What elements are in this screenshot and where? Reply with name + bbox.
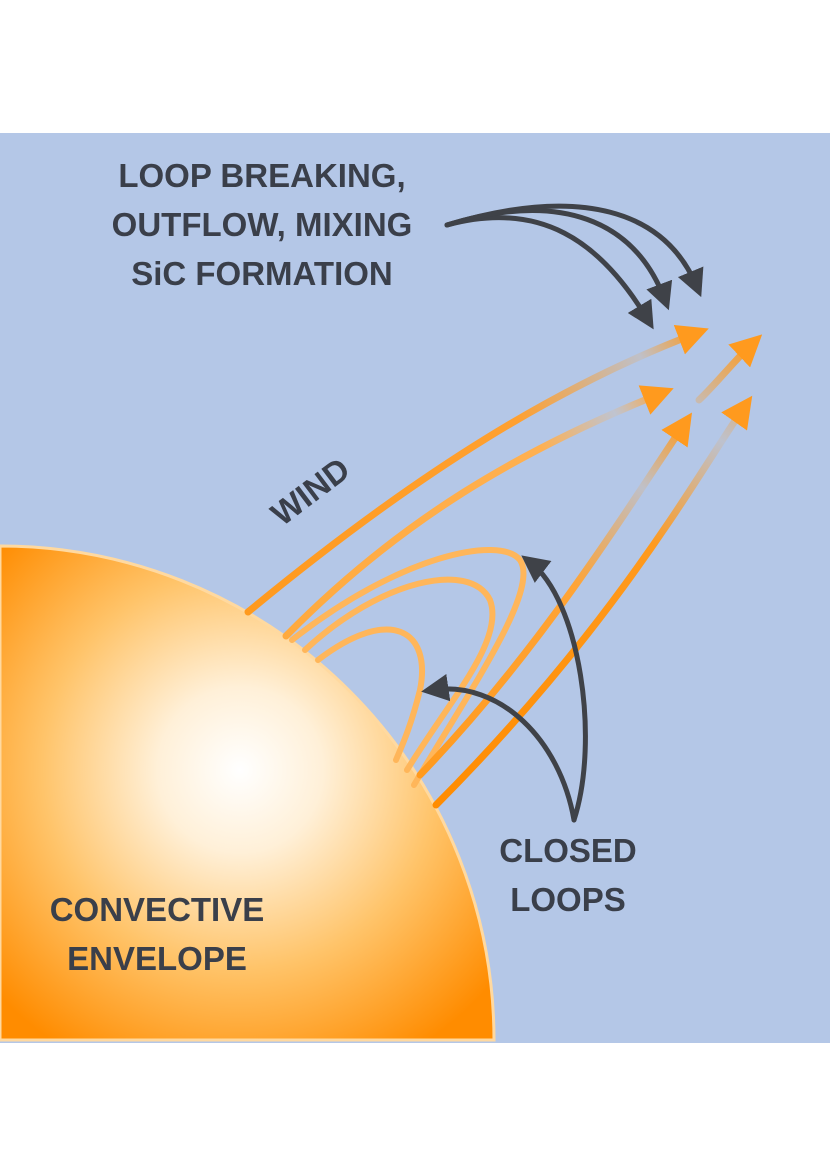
- envelope-line-1: CONVECTIVE: [50, 891, 265, 928]
- closed-loops: [289, 547, 527, 788]
- wind-line-2: [282, 385, 674, 640]
- wind-line-3: [416, 412, 693, 779]
- closed-loops-label: CLOSED LOOPS: [499, 832, 637, 918]
- closed-loops-line-1: CLOSED: [499, 832, 637, 869]
- wind-lines: [244, 324, 763, 809]
- top-label-line-1: LOOP BREAKING,: [118, 157, 405, 194]
- closed-loop-inner: [315, 626, 425, 763]
- closed-loop-outer: [289, 547, 527, 788]
- arrow-closed-2: [521, 555, 588, 823]
- annotation-arrows: [421, 203, 704, 823]
- top-label-line-2: OUTFLOW, MIXING: [112, 206, 413, 243]
- envelope-line-2: ENVELOPE: [67, 940, 247, 977]
- wind-line-1: [244, 324, 709, 616]
- envelope-label: CONVECTIVE ENVELOPE: [50, 891, 265, 977]
- top-label-line-3: SiC FORMATION: [131, 255, 393, 292]
- wind-line-5: [695, 334, 763, 404]
- arrow-top-3: [444, 203, 704, 298]
- closed-loops-line-2: LOOPS: [510, 881, 626, 918]
- top-label: LOOP BREAKING, OUTFLOW, MIXING SiC FORMA…: [112, 157, 413, 292]
- closed-loop-middle: [302, 576, 496, 773]
- arrow-closed-1: [421, 674, 577, 823]
- wind-line-4: [432, 395, 753, 809]
- star-surface: [0, 544, 496, 1042]
